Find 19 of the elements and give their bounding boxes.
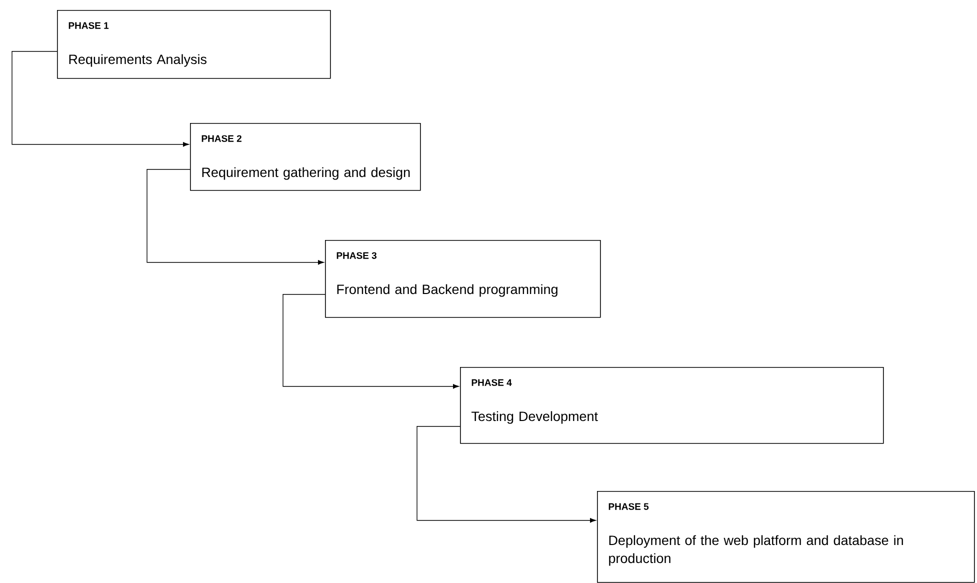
phase-box <box>57 10 331 79</box>
arrow <box>146 169 324 265</box>
arrow <box>416 426 596 523</box>
phase-box <box>190 123 421 191</box>
arrow <box>282 294 459 389</box>
phase-description: Frontend and Backend programming <box>337 284 558 297</box>
phase-box <box>325 240 601 318</box>
phase-heading: PHASE 1 <box>68 22 109 29</box>
phase-description: Testing Development <box>472 411 598 424</box>
phase-description: Requirement gathering and design <box>202 167 410 180</box>
phase-description: Deployment of the web platform and database in production <box>609 535 903 566</box>
phase-box <box>597 491 975 583</box>
phase-description: Requirements Analysis <box>69 54 206 67</box>
arrow <box>12 51 189 147</box>
phase-heading: PHASE 3 <box>336 252 376 259</box>
phase-heading: PHASE 2 <box>202 135 242 142</box>
phase-heading: PHASE 5 <box>608 503 649 510</box>
phase-box <box>460 367 884 444</box>
phase-heading: PHASE 4 <box>472 379 512 386</box>
